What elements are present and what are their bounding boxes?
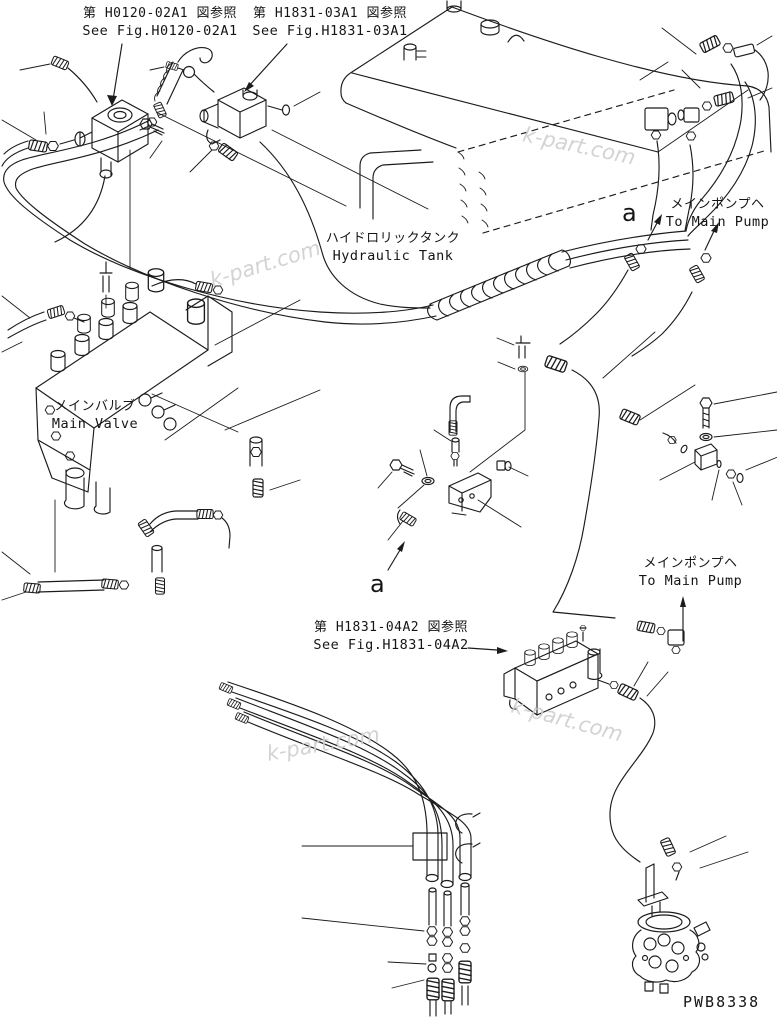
ref-label-h1831-04a2-en: See Fig.H1831-04A2 (313, 636, 469, 653)
main-valve-drawing (1, 261, 321, 601)
main-valve-label-en: Main Valve (51, 415, 139, 432)
main-valve-label-jp: メインバルブ (54, 399, 136, 414)
right-fitting-group-drawing (602, 331, 777, 506)
main-piping-drawing (3, 27, 773, 357)
valve-h0120-drawing (1, 47, 347, 269)
to-main-pump-lower-en: To Main Pump (638, 572, 743, 589)
valve-h1831-03-drawing (149, 60, 429, 210)
ref-label-h0120-02a1: 第 H0120-02A1 図参照 See Fig.H0120-02A1 (58, 6, 262, 40)
hydraulic-tank-label: ハイドロリックタンク Hydraulic Tank (312, 231, 474, 265)
to-main-pump-upper-label: メインポンプヘ To Main Pump (655, 197, 777, 231)
hydraulic-tank-label-jp: ハイドロリックタンク (325, 231, 461, 246)
ref-label-h0120-02a1-en: See Fig.H0120-02A1 (82, 22, 238, 39)
ref-label-h1831-04a2: 第 H1831-04A2 図参照 See Fig.H1831-04A2 (306, 620, 476, 654)
detail-a-lower-label: a (370, 570, 385, 598)
ref-label-h1831-03a1: 第 H1831-03A1 図参照 See Fig.H1831-03A1 (228, 6, 432, 40)
to-main-pump-upper-jp: メインポンプヘ (670, 197, 765, 212)
hydraulic-tank-label-en: Hydraulic Tank (332, 247, 454, 264)
to-main-pump-upper-en: To Main Pump (665, 213, 770, 230)
to-main-pump-lower-jp: メインポンプヘ (643, 556, 738, 571)
part-number: PWB8338 (683, 993, 761, 1011)
manifold-block-drawing (377, 335, 616, 619)
ref-label-h1831-03a1-en: See Fig.H1831-03A1 (252, 22, 408, 39)
hydraulic-tank-drawing (340, 0, 772, 234)
ref-label-h1831-03a1-jp: 第 H1831-03A1 図参照 (253, 6, 407, 21)
solenoid-valve-drawing (503, 620, 685, 863)
ref-label-h0120-02a1-jp: 第 H0120-02A1 図参照 (83, 6, 237, 21)
detail-a-upper-label: a (622, 199, 637, 227)
callout-arrows (107, 43, 719, 654)
to-main-pump-lower-label: メインポンプヘ To Main Pump (628, 556, 753, 590)
ref-label-h1831-04a2-jp: 第 H1831-04A2 図参照 (314, 620, 468, 635)
ppc-valve-drawing (631, 835, 749, 994)
bottom-hoses-drawing (218, 681, 481, 1017)
main-valve-label: メインバルブ Main Valve (26, 399, 164, 433)
